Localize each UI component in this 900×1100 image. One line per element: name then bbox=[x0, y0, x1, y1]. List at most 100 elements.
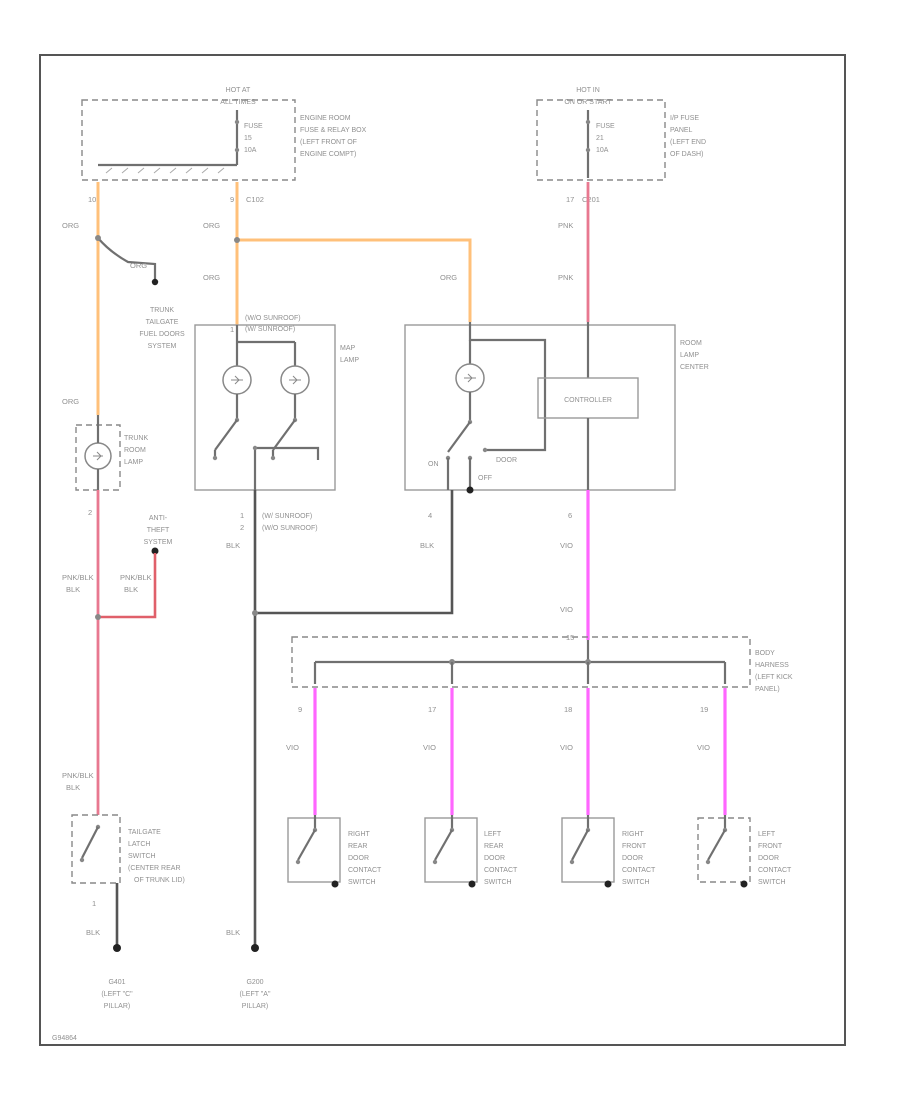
room-lamp-on: ON bbox=[428, 461, 439, 468]
connector-c102: C102 bbox=[246, 195, 264, 204]
left-desc-2: FUSE & RELAY BOX bbox=[300, 127, 367, 134]
room-lamp-switch bbox=[447, 421, 471, 453]
trunk-system-2: TAILGATE bbox=[146, 319, 179, 326]
wire-color-blk-2b: BLK bbox=[124, 585, 138, 594]
ground-g200-desc-2: PILLAR) bbox=[242, 1003, 268, 1010]
lr-switch-4: CONTACT bbox=[484, 867, 518, 874]
rf-switch-4: CONTACT bbox=[622, 867, 656, 874]
rr-switch-5: SWITCH bbox=[348, 879, 376, 886]
wire-color-blk-room: BLK bbox=[420, 541, 434, 550]
engine-fuse-box bbox=[81, 99, 296, 181]
right-source-title-1: HOT IN bbox=[576, 87, 600, 94]
pin-9: 9 bbox=[230, 195, 234, 204]
tailgate-pin-1: 1 bbox=[92, 899, 96, 908]
body-harness-4: PANEL) bbox=[755, 686, 780, 693]
lf-switch-5: SWITCH bbox=[758, 879, 786, 886]
lr-switch-1: LEFT bbox=[484, 831, 502, 838]
rf-switch-1: RIGHT bbox=[622, 831, 645, 838]
left-fuse-box-hatch bbox=[105, 167, 225, 174]
room-lamp-label-1: ROOM bbox=[680, 340, 702, 347]
rr-switch-3: DOOR bbox=[348, 855, 369, 862]
right-desc-1: I/P FUSE bbox=[670, 115, 699, 122]
tailgate-3: SWITCH bbox=[128, 853, 156, 860]
wire-color-blk-3b: BLK bbox=[66, 783, 80, 792]
tailgate-latch-switch bbox=[71, 814, 121, 945]
trunk-lamp-1: TRUNK bbox=[124, 435, 148, 442]
trunk-lamp-3: LAMP bbox=[124, 459, 143, 466]
rr-switch-1: RIGHT bbox=[348, 831, 371, 838]
wire-color-blk-g401: BLK bbox=[86, 928, 100, 937]
lf-switch-3: DOOR bbox=[758, 855, 779, 862]
trunk-system-3: FUEL DOORS bbox=[139, 331, 185, 338]
lr-switch-5: SWITCH bbox=[484, 879, 512, 886]
left-front-door-switch bbox=[697, 815, 751, 888]
wire-color-org-3: ORG bbox=[203, 221, 220, 230]
wire-color-pnkblk-1a: PNK/BLK bbox=[62, 573, 94, 582]
room-lamp-center-box bbox=[404, 324, 676, 491]
right-desc-2: PANEL bbox=[670, 127, 693, 134]
trunk-system-1: TRUNK bbox=[150, 307, 174, 314]
body-harness-1: BODY bbox=[755, 650, 775, 657]
map-bot-2: (W/O SUNROOF) bbox=[262, 525, 318, 532]
harness-pin-15: 15 bbox=[566, 633, 574, 642]
pin-10: 10 bbox=[88, 195, 96, 204]
lr-switch-2: REAR bbox=[484, 843, 503, 850]
rr-switch-4: CONTACT bbox=[348, 867, 382, 874]
wire-org-room bbox=[237, 238, 472, 322]
diagram-frame bbox=[39, 54, 846, 1046]
tailgate-5: OF TRUNK LID) bbox=[134, 877, 185, 884]
lf-switch-2: FRONT bbox=[758, 843, 783, 850]
wire-color-vio-lr: VIO bbox=[423, 743, 436, 752]
room-lamp-off: OFF bbox=[478, 475, 492, 482]
wire-color-vio-lf: VIO bbox=[697, 743, 710, 752]
map-lamp-box bbox=[194, 324, 336, 491]
wire-color-pnk-1: PNK bbox=[558, 221, 573, 230]
trunk-lamp-2: ROOM bbox=[124, 447, 146, 454]
left-source-title-2: ALL TIMES bbox=[220, 99, 256, 106]
right-fuse-label-2: 21 bbox=[596, 135, 604, 142]
harness-pin-9: 9 bbox=[298, 705, 302, 714]
left-desc-3: (LEFT FRONT OF bbox=[300, 139, 357, 146]
wire-color-org-4: ORG bbox=[203, 273, 220, 282]
room-lamp-label-3: CENTER bbox=[680, 364, 709, 371]
wire-color-blk-1b: BLK bbox=[66, 585, 80, 594]
body-harness-3: (LEFT KICK bbox=[755, 674, 793, 681]
wire-color-vio-1: VIO bbox=[560, 541, 573, 550]
left-fuse-label-2: 15 bbox=[244, 135, 252, 142]
map-top-1: (W/O SUNROOF) bbox=[245, 315, 301, 322]
wire-color-org-6: ORG bbox=[62, 397, 79, 406]
rf-switch-3: DOOR bbox=[622, 855, 643, 862]
room-lamp-label-2: LAMP bbox=[680, 352, 699, 359]
map-lamp-label-2: LAMP bbox=[340, 357, 359, 364]
body-harness-box bbox=[291, 636, 751, 688]
wire-color-org-5: ORG bbox=[440, 273, 457, 282]
right-desc-3: (LEFT END bbox=[670, 139, 706, 146]
left-desc-4: ENGINE COMPT) bbox=[300, 151, 356, 158]
wire-color-pnk-2: PNK bbox=[558, 273, 573, 282]
ground-g200-icon bbox=[251, 944, 259, 952]
anti-theft-2: THEFT bbox=[147, 527, 170, 534]
tailgate-1: TAILGATE bbox=[128, 829, 161, 836]
trunk-system-4: SYSTEM bbox=[148, 343, 177, 350]
right-fuse-label-1: FUSE bbox=[596, 123, 615, 130]
ground-g401-id: G401 bbox=[108, 979, 125, 986]
wire-color-vio-rr: VIO bbox=[286, 743, 299, 752]
body-harness-2: HARNESS bbox=[755, 662, 789, 669]
ground-g401-icon bbox=[113, 944, 121, 952]
map-bot-1: (W/ SUNROOF) bbox=[262, 513, 312, 520]
map-pin-top-1: 1 bbox=[230, 325, 234, 334]
lr-switch-3: DOOR bbox=[484, 855, 505, 862]
ground-g401-desc-2: PILLAR) bbox=[104, 1003, 130, 1010]
harness-pin-19: 19 bbox=[700, 705, 708, 714]
tailgate-2: LATCH bbox=[128, 841, 150, 848]
left-fuse-label-3: 10A bbox=[244, 147, 257, 154]
map-pin-bot-1: 1 bbox=[240, 511, 244, 520]
lf-switch-4: CONTACT bbox=[758, 867, 792, 874]
wire-blk-room-ground bbox=[255, 490, 454, 615]
rr-switch-2: REAR bbox=[348, 843, 367, 850]
harness-pin-17: 17 bbox=[428, 705, 436, 714]
wire-color-org-1: ORG bbox=[62, 221, 79, 230]
map-switch-left bbox=[214, 419, 238, 451]
right-front-door-switch bbox=[561, 815, 615, 888]
rf-switch-2: FRONT bbox=[622, 843, 647, 850]
